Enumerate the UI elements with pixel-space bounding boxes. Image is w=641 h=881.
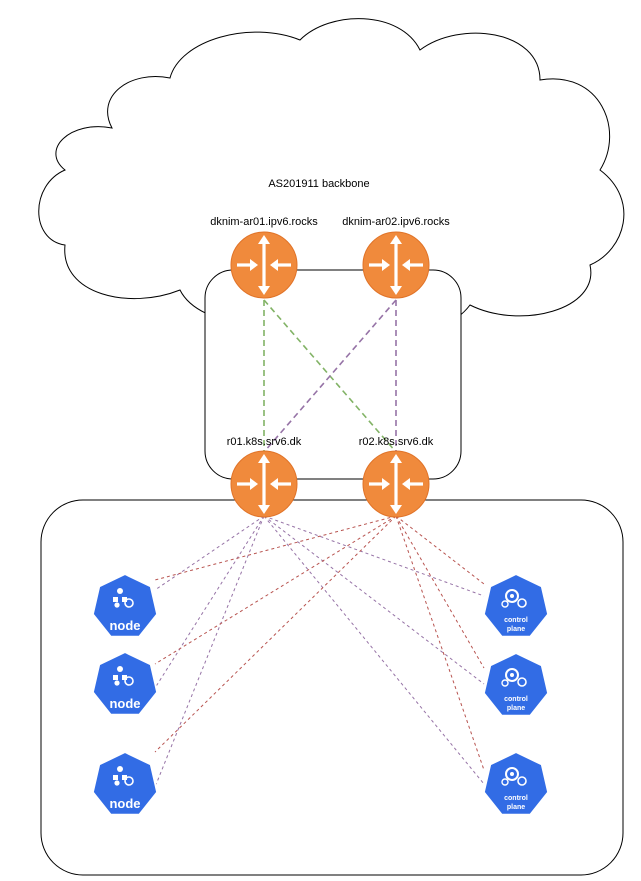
backbone-links xyxy=(263,299,397,453)
cluster-box xyxy=(40,499,624,876)
router-ar01[interactable]: dknim-ar01.ipv6.rocks xyxy=(210,216,318,300)
k8s-node-3[interactable]: node xyxy=(93,752,157,815)
router-r02[interactable]: r02.k8s.srv6.dk xyxy=(359,436,434,519)
router-r02-label: r02.k8s.srv6.dk xyxy=(359,436,434,448)
router-icon xyxy=(229,449,299,519)
k8s-control-plane-2[interactable]: control plane xyxy=(484,653,548,716)
control-plane-label-line2: plane xyxy=(507,804,525,811)
router-ar02-label: dknim-ar02.ipv6.rocks xyxy=(342,216,450,228)
router-icon xyxy=(229,230,299,300)
link-ar02-r01 xyxy=(263,299,397,453)
router-ar01-label: dknim-ar01.ipv6.rocks xyxy=(210,216,318,228)
backbone-cloud xyxy=(38,18,625,334)
node-label: node xyxy=(109,618,140,633)
router-ar02[interactable]: dknim-ar02.ipv6.rocks xyxy=(342,216,450,300)
control-plane-label-line1: control xyxy=(504,795,528,802)
k8s-node-2[interactable]: node xyxy=(93,652,157,715)
router-icon xyxy=(361,449,431,519)
control-plane-label-line2: plane xyxy=(507,705,525,712)
router-icon xyxy=(361,230,431,300)
router-r01[interactable]: r01.k8s.srv6.dk xyxy=(227,436,302,519)
control-plane-label-line1: control xyxy=(504,696,528,703)
node-label: node xyxy=(109,796,140,811)
backbone-label: AS201911 backbone xyxy=(268,178,369,190)
control-plane-label-line1: control xyxy=(504,617,528,624)
router-mesh-box xyxy=(204,269,462,480)
k8s-control-plane-3[interactable]: control plane xyxy=(484,752,548,815)
control-plane-label-line2: plane xyxy=(507,626,525,633)
node-label: node xyxy=(109,696,140,711)
k8s-node-1[interactable]: node xyxy=(93,574,157,637)
cluster-links xyxy=(154,515,485,788)
k8s-control-plane-1[interactable]: control plane xyxy=(484,574,548,637)
router-r01-label: r01.k8s.srv6.dk xyxy=(227,436,302,448)
